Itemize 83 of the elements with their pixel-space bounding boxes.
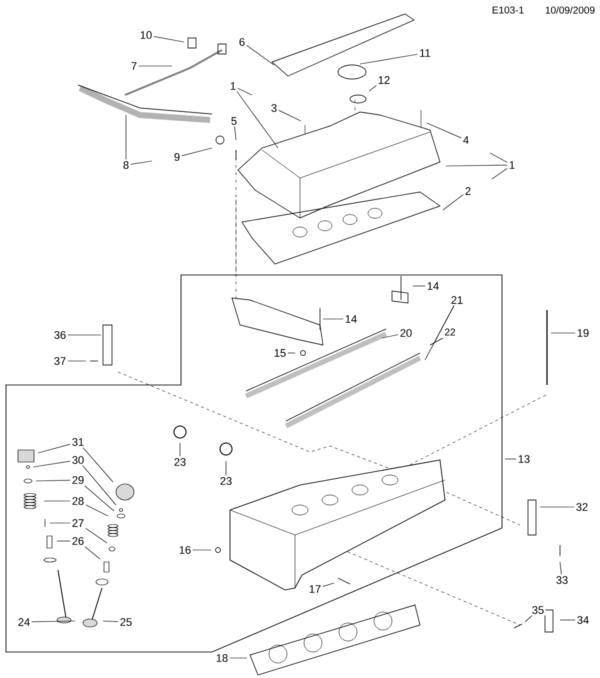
callout-number: 25 [118,616,134,628]
leader-line [86,504,108,516]
leader-line [181,148,212,156]
callout-number: 12 [376,74,392,86]
leader-line [36,480,70,482]
callout-number: 2 [463,186,473,196]
leader-line [68,360,86,362]
leader-line [504,458,516,460]
leader-line [524,615,532,622]
callout-number: 31 [70,436,86,448]
leader-line [246,45,274,66]
callout-number: 33 [554,574,570,586]
leader-line [32,620,76,622]
callout-number: 37 [52,356,68,366]
callout-number: 15 [272,348,288,358]
leader-line [130,160,152,165]
leader-line [38,444,70,454]
leader-line [360,54,418,64]
leader-line [490,152,508,163]
leader-line [446,164,508,166]
leader-line [322,318,344,320]
date-text: 10/09/2009 [546,6,595,14]
leader-line [44,500,70,502]
callout-number: 4 [461,134,471,146]
leader-line [84,485,114,512]
leader-line [288,352,296,354]
leader-line [234,126,236,140]
callout-number: 23 [218,476,234,486]
callout-number: 6 [237,36,247,48]
callout-number: 22 [444,328,456,336]
leader-line [237,88,252,96]
callout-number: 26 [70,536,86,546]
callout-number: 30 [70,454,86,466]
callout-number: 7 [129,60,139,72]
leader-line [368,85,377,92]
leader-line [492,168,508,180]
leader-line [382,334,398,338]
leader-line [236,91,278,148]
leader-line [432,305,454,346]
callout-number: 14 [343,314,359,324]
callout-number: 29 [70,474,86,486]
leader-line [32,460,70,468]
leader-line [82,465,116,506]
callout-number: 9 [172,152,182,162]
leader-line [84,546,100,560]
callout-number: 32 [574,502,590,512]
leader-line [50,522,70,524]
callout-number: 5 [229,116,239,126]
drawing-code: E103-1 [492,6,524,14]
callout-number: 28 [70,496,86,506]
callout-number: 18 [214,652,230,664]
callout-number: 19 [575,328,591,338]
callout-number: 10 [138,30,154,40]
leader-line [56,540,70,542]
leader-line [102,620,118,622]
leader-line [540,506,574,508]
callout-number: 3 [269,102,279,114]
callout-number: 20 [398,328,414,338]
callout-number: 21 [449,294,465,306]
callout-number: 36 [52,330,68,340]
callout-number: 1 [228,80,238,92]
callout-number: 23 [172,456,188,468]
callout-number: 24 [16,616,32,628]
leader-line [322,582,334,587]
callout-number: 17 [307,584,323,594]
leader-line [442,194,464,210]
callout-number: 34 [575,614,591,626]
callout-number: 13 [516,454,532,464]
callout-number: 27 [70,518,86,528]
callout-number: 35 [530,604,546,616]
leader-line [278,110,302,122]
leader-line [426,122,462,138]
callout-number: 11 [418,48,432,58]
leader-line [550,332,576,334]
callout-number: 8 [121,160,131,170]
leader-line [82,447,114,482]
callout-number: 16 [177,544,193,556]
callout-number: 14 [425,280,441,292]
callout-number: 1 [507,160,517,170]
leader-line [560,562,562,575]
leader-line [68,334,102,336]
leader-line [86,528,108,544]
leader-line [154,36,184,42]
